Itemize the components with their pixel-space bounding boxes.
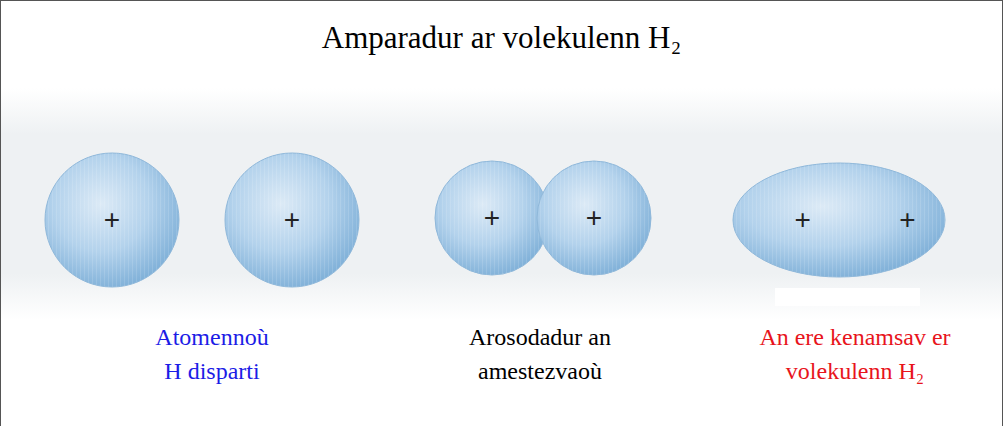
nucleus-charge: +	[794, 206, 810, 234]
nucleus-charge: +	[586, 204, 602, 232]
caption-text: Arosodadur an amestezvaoù	[451, 320, 629, 388]
atom-sphere: +	[44, 152, 180, 288]
atom-sphere: +	[434, 160, 550, 276]
nucleus-charge: +	[284, 206, 300, 234]
nucleus-charge: +	[899, 206, 915, 234]
caption-text: An ere kenamsav er volekulenn H₂	[755, 320, 955, 388]
atom-sphere: +	[224, 152, 360, 288]
nucleus-charge: +	[484, 204, 500, 232]
atom-sphere: +	[536, 160, 652, 276]
molecule-cloud: ++	[732, 162, 946, 278]
diagram-title: Amparadur ar volekulenn H₂	[0, 20, 1003, 56]
caption-text: Atomennoù H disparti	[145, 320, 279, 388]
nucleus-charge: +	[104, 206, 120, 234]
